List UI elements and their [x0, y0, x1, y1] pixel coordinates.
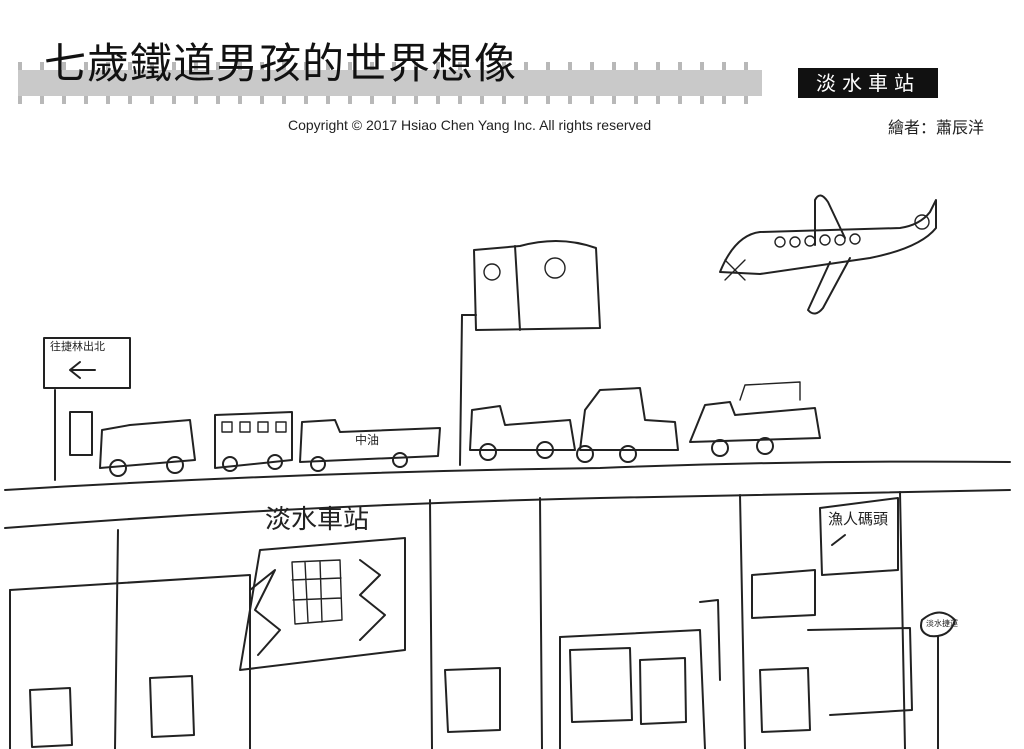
left-sign-text: 往捷林出北 — [50, 339, 105, 353]
rail-banner — [18, 70, 762, 96]
rail-ties-bottom — [18, 96, 762, 104]
billboard-illustration — [459, 239, 601, 466]
page-header: 七歲鐵道男孩的世界想像 淡水車站 Copyright © 2017 Hsiao … — [0, 0, 1024, 150]
right-sign-illustration: 漁人碼頭 — [819, 497, 899, 576]
page-title: 七歲鐵道男孩的世界想像 — [44, 39, 518, 88]
left-sign-illustration: 往捷林出北 — [43, 337, 131, 481]
child-drawing: 往捷林出北 中油 — [0, 150, 1024, 749]
artist-credit: 繪者：蕭辰洋 — [888, 118, 985, 137]
station-sign-illustration: 淡水車站 — [239, 505, 406, 671]
station-badge: 淡水車站 — [798, 68, 938, 98]
truck-label: 中油 — [355, 432, 379, 447]
elevated-road — [4, 460, 1011, 749]
right-sign-text: 漁人碼頭 — [828, 510, 888, 528]
station-sign-text: 淡水車站 — [265, 505, 369, 535]
drawing-canvas: 往捷林出北 中油 — [4, 194, 1011, 749]
copyright-notice: Copyright © 2017 Hsiao Chen Yang Inc. Al… — [288, 117, 652, 133]
rail-ties-top — [18, 62, 762, 70]
vehicles-row: 中油 — [69, 381, 821, 477]
station-platform — [9, 569, 956, 749]
airplane-illustration — [719, 194, 937, 315]
bus-stop-text: 淡水捷運 — [926, 618, 958, 628]
